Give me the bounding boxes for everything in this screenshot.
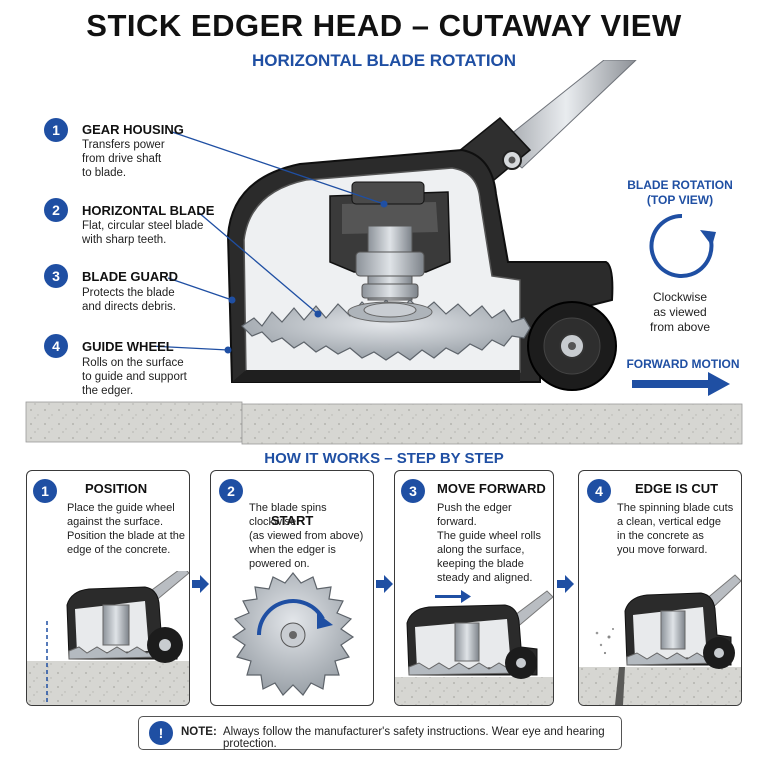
- step-illustration-move-forward: [395, 590, 553, 705]
- step-line: The spinning blade cuts: [617, 502, 734, 514]
- rotation-title-line: (TOP VIEW): [646, 193, 714, 207]
- step-line: Position the blade at the: [67, 530, 186, 542]
- note-label: NOTE:: [181, 726, 217, 738]
- step-line: Place the guide wheel: [67, 502, 175, 514]
- desc-line: with sharp teeth.: [82, 234, 167, 246]
- blade-rotation-desc: Clockwise as viewed from above: [610, 290, 750, 335]
- step-card-move-forward: 3 MOVE FORWARD Push the edger forward. T…: [394, 470, 554, 706]
- clockwise-arrow-icon: [649, 213, 716, 278]
- step-line: steady and aligned.: [437, 572, 533, 584]
- step-line: along the surface,: [437, 544, 525, 556]
- desc-line: Protects the blade: [82, 287, 175, 299]
- desc-line: Rolls on the surface: [82, 357, 184, 369]
- step-title: POSITION: [85, 481, 148, 496]
- step-card-position: 1 POSITION Place the guide wheel against…: [26, 470, 190, 706]
- note-text: Always follow the manufacturer's safety …: [223, 726, 605, 750]
- step-line: keeping the blade: [437, 558, 524, 570]
- right-arrow-icon: [632, 372, 730, 396]
- blade-rotation-title: BLADE ROTATION (TOP VIEW): [610, 178, 750, 208]
- horizontal-blade-shape: [241, 299, 531, 361]
- rotation-title-line: BLADE ROTATION: [627, 178, 733, 192]
- step-number-badge: 2: [219, 479, 243, 503]
- desc-line: from drive shaft: [82, 153, 162, 165]
- step-title: START: [271, 513, 314, 528]
- step-title: EDGE IS CUT: [635, 481, 719, 496]
- step-illustration-edge-is-cut: [579, 574, 741, 705]
- part-title-horizontal-blade: HORIZONTAL BLADE: [82, 203, 215, 218]
- desc-line: Transfers power: [82, 139, 165, 151]
- exclamation-icon: !: [149, 721, 173, 745]
- right-arrow-icon: [376, 575, 393, 593]
- step-line: you move forward.: [617, 544, 708, 556]
- part-title-blade-guard: BLADE GUARD: [82, 269, 179, 284]
- part-number-badge: 1: [44, 118, 68, 142]
- part-desc-blade-guard: Protects the blade and directs debris.: [82, 286, 176, 314]
- step-line: Push the edger forward.: [437, 502, 512, 528]
- rotation-desc-line: as viewed: [653, 305, 707, 319]
- guide-wheel-shape: [527, 301, 617, 391]
- step-number-badge: 3: [401, 479, 425, 503]
- part-number-badge: 3: [44, 264, 68, 288]
- right-arrow-icon: [192, 575, 209, 593]
- part-title-gear-housing: GEAR HOUSING: [82, 122, 184, 137]
- page-title: STICK EDGER HEAD – CUTAWAY VIEW: [86, 8, 682, 43]
- desc-line: to blade.: [82, 167, 127, 179]
- step-text: The spinning blade cuts a clean, vertica…: [617, 501, 733, 557]
- part-desc-guide-wheel: Rolls on the surface to guide and suppor…: [82, 356, 187, 398]
- step-line: The guide wheel rolls: [437, 530, 541, 542]
- right-arrow-icon: [435, 590, 471, 603]
- cutaway-illustration: [25, 60, 743, 445]
- right-arrow-icon: [557, 575, 574, 593]
- step-title: MOVE FORWARD: [437, 481, 546, 496]
- step-number-badge: 1: [33, 479, 57, 503]
- step-text: Push the edger forward. The guide wheel …: [437, 501, 553, 585]
- step-line: a clean, vertical edge: [617, 516, 721, 528]
- rotation-desc-line: from above: [649, 320, 711, 334]
- part-title-guide-wheel: GUIDE WHEEL: [82, 339, 174, 354]
- step-card-edge-is-cut: 4 EDGE IS CUT The spinning blade cuts a …: [578, 470, 742, 706]
- desc-line: and directs debris.: [82, 301, 176, 313]
- steps-section-title: HOW IT WORKS – STEP BY STEP: [264, 450, 504, 467]
- desc-line: the edger.: [82, 385, 134, 397]
- forward-motion-label: FORWARD MOTION: [626, 357, 740, 371]
- rotation-desc-line: Clockwise: [652, 290, 707, 304]
- step-line: The blade spins clockwise: [249, 502, 327, 528]
- step-text: The blade spins clockwise (as viewed fro…: [249, 501, 373, 571]
- step-number-badge: 4: [587, 479, 611, 503]
- part-desc-gear-housing: Transfers power from drive shaft to blad…: [82, 138, 165, 180]
- step-illustration-position: [27, 571, 189, 705]
- step-card-start: 2 START The blade spins clockwise (as vi…: [210, 470, 374, 706]
- step-line: (as viewed from above): [249, 530, 364, 542]
- step-illustration-start: [231, 572, 355, 696]
- step-line: in the concrete as: [617, 530, 704, 542]
- step-line: powered on.: [249, 558, 310, 570]
- desc-line: Flat, circular steel blade: [82, 220, 204, 232]
- step-line: against the surface.: [67, 516, 164, 528]
- step-text: Place the guide wheel against the surfac…: [67, 501, 185, 557]
- part-number-badge: 4: [44, 334, 68, 358]
- safety-note: ! NOTE: Always follow the manufacturer's…: [138, 716, 622, 750]
- part-desc-horizontal-blade: Flat, circular steel blade with sharp te…: [82, 219, 203, 247]
- desc-line: to guide and support: [82, 371, 187, 383]
- part-number-badge: 2: [44, 198, 68, 222]
- page-subtitle: HORIZONTAL BLADE ROTATION: [251, 51, 517, 70]
- step-line: edge of the concrete.: [67, 544, 171, 556]
- step-line: when the edger is: [249, 544, 336, 556]
